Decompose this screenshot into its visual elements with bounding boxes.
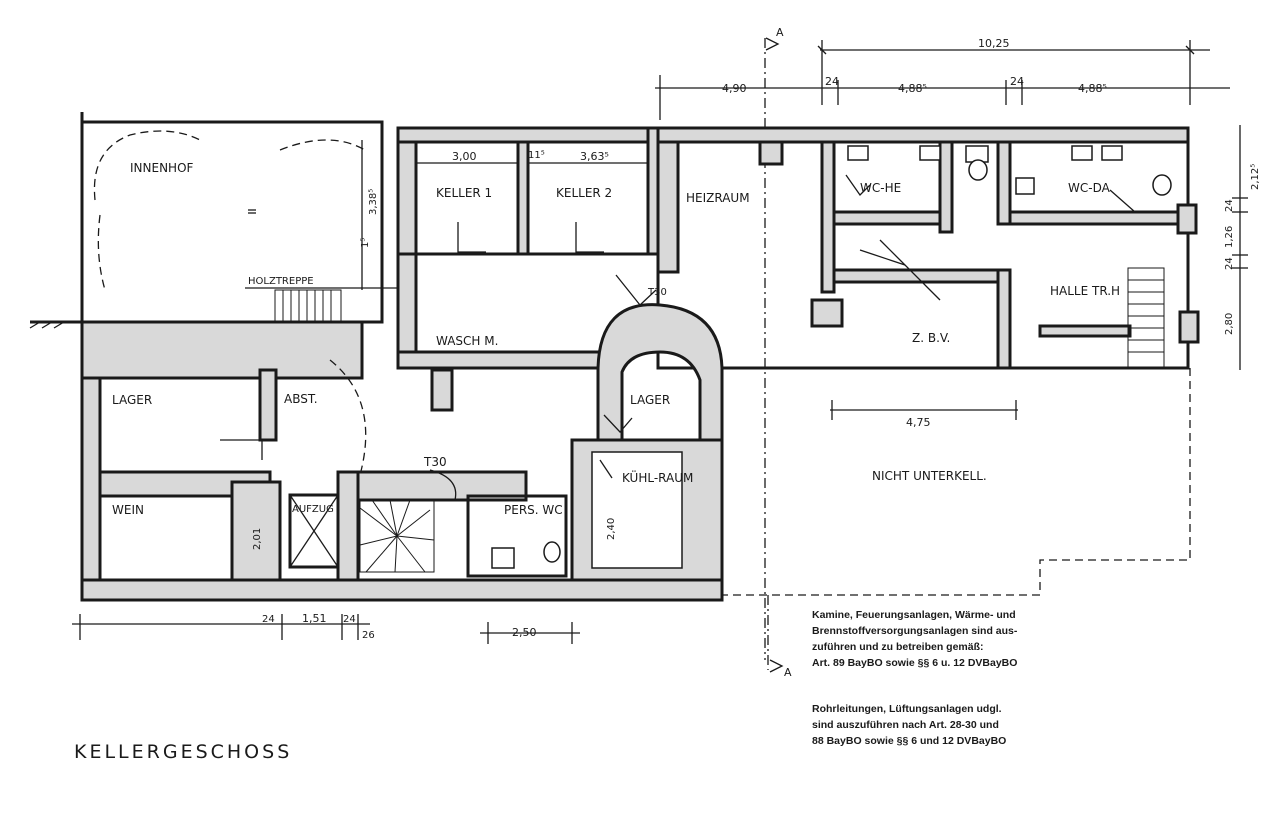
- label-pers-wc: PERS. WC: [504, 503, 563, 517]
- dim-mid-475: 4,75: [906, 416, 931, 429]
- dim-right-24: 24: [1224, 199, 1235, 212]
- label-nicht-unterkell: NICHT UNTERKELL.: [872, 469, 987, 483]
- dim-top-490: 4,90: [722, 82, 747, 95]
- dim-hof-small: 1⁵: [360, 238, 371, 248]
- not-basement-area: NICHT UNTERKELL. 4,75: [722, 367, 1191, 596]
- wc-he: WC-HE: [832, 140, 989, 234]
- section-label-bottom: A: [784, 666, 792, 679]
- dim-keller-wall: 11⁵: [528, 150, 545, 161]
- wc-da: WC-DA: [996, 140, 1182, 226]
- dim-bottom-250: 2,50: [512, 626, 537, 639]
- zbv-halle: Z. B.V. HALLE TR.H: [810, 239, 1165, 370]
- dim-right-126: 1,26: [1224, 226, 1235, 248]
- heizraum-block: HEIZRAUM: [656, 126, 1190, 370]
- dim-top-488a: 4,88⁵: [898, 82, 927, 95]
- room-wein: WEIN: [112, 503, 144, 517]
- dim-top-total: 10,25: [978, 37, 1010, 50]
- dim-hof-side: 3,38⁵: [368, 189, 379, 215]
- dim-bottom-24a: 24: [262, 614, 275, 625]
- room-lager-mid: LAGER: [630, 393, 670, 407]
- room-zbv: Z. B.V.: [912, 331, 950, 345]
- note1-line2: Brennstoffversorgungsanlagen sind aus-: [812, 625, 1018, 637]
- dim-right-24b: 24: [1224, 257, 1235, 270]
- room-wc-he: WC-HE: [860, 181, 901, 195]
- section-line-a: A A: [764, 26, 792, 679]
- dim-bottom-26: 26: [362, 630, 375, 641]
- room-lager-left: LAGER: [112, 393, 152, 407]
- building-code-notes: Kamine, Feuerungsanlagen, Wärme- und Bre…: [812, 609, 1018, 747]
- right-dimension-chain: 2,12⁵ 24 1,26 24 2,80: [1176, 125, 1261, 370]
- top-dimension-chain: 10,25 4,90 24 4,88⁵ 24 4,88⁵: [655, 37, 1230, 120]
- wooden-stair: HOLZTREPPE: [245, 276, 405, 325]
- vaulted-arch: LAGER: [596, 303, 724, 442]
- plan-title: KELLERGESCHOSS: [74, 741, 292, 763]
- room-keller1: KELLER 1: [436, 186, 492, 200]
- dim-bottom-24b: 24: [343, 614, 356, 625]
- room-innenhof: INNENHOF: [130, 161, 194, 175]
- dim-wein-201: 2,01: [252, 528, 263, 550]
- dim-top-24b: 24: [1010, 75, 1024, 88]
- label-aufzug: AUFZUG: [292, 504, 334, 515]
- section-label-top: A: [776, 26, 784, 39]
- dim-kuehl-240: 2,40: [606, 518, 617, 540]
- note1-line4: Art. 89 BayBO sowie §§ 6 u. 12 DVBayBO: [812, 657, 1017, 669]
- room-kuehlraum: KÜHL-RAUM: [622, 469, 693, 485]
- bottom-dimension-chain: 24 1,51 24 26 2,50: [72, 612, 580, 644]
- keller-block: 3,00 11⁵ 3,63⁵ KELLER 1 KELLER 2: [396, 126, 662, 256]
- cold-room: KÜHL-RAUM 2,40: [570, 438, 724, 582]
- dim-keller1-width: 3,00: [452, 150, 477, 163]
- lower-left-wing: LAGER ABST. WEIN 2,01: [29, 320, 724, 602]
- spiral-stair: T30: [359, 455, 457, 573]
- room-wc-da: WC-DA: [1068, 181, 1111, 195]
- dim-top-24a: 24: [825, 75, 839, 88]
- dim-keller2-width: 3,63⁵: [580, 150, 609, 163]
- room-heizraum: HEIZRAUM: [686, 191, 750, 205]
- dim-top-488b: 4,88⁵: [1078, 82, 1107, 95]
- note2-line3: 88 BayBO sowie §§ 6 und 12 DVBayBO: [812, 735, 1006, 747]
- note1-line3: zuführen und zu betreiben gemäß:: [812, 641, 984, 653]
- dim-right-212: 2,12⁵: [1250, 164, 1261, 190]
- note2-line1: Rohrleitungen, Lüftungsanlagen udgl.: [812, 703, 1002, 715]
- room-keller2: KELLER 2: [556, 186, 612, 200]
- note1-line1: Kamine, Feuerungsanlagen, Wärme- und: [812, 609, 1016, 621]
- staff-wc: PERS. WC: [466, 494, 568, 578]
- label-holztreppe: HOLZTREPPE: [248, 276, 314, 287]
- elevator: AUFZUG: [288, 493, 340, 569]
- dim-right-280: 2,80: [1224, 313, 1235, 335]
- dim-bottom-151: 1,51: [302, 612, 327, 625]
- room-halle: HALLE TR.H: [1050, 284, 1120, 298]
- room-waschm: WASCH M.: [436, 334, 498, 348]
- note2-line2: sind auszuführen nach Art. 28-30 und: [812, 719, 999, 731]
- label-t30-stair: T30: [423, 455, 447, 469]
- room-abst: ABST.: [284, 392, 318, 406]
